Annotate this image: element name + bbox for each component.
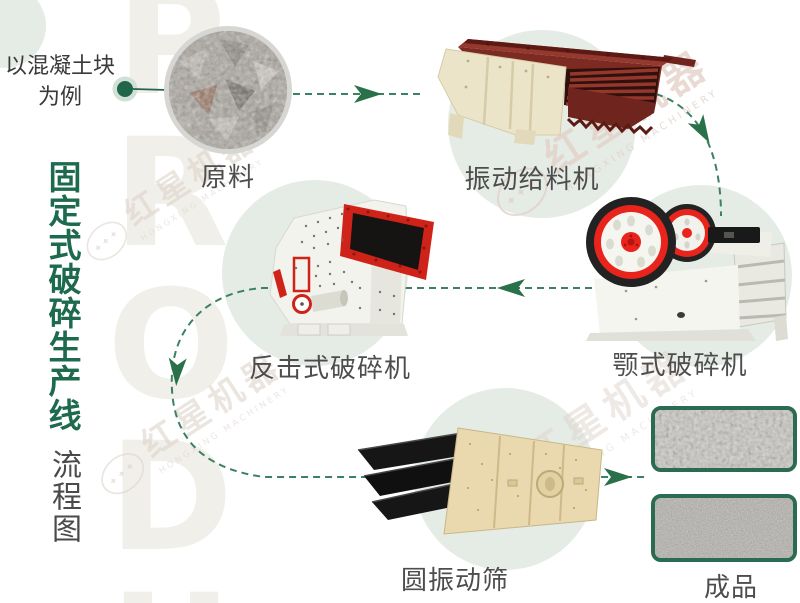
label-raw-material: 原料 [200,163,255,193]
example-annotation: 以混凝土块 为例 [0,51,120,113]
label-vibrating-screen: 圆振动筛 [400,566,509,596]
finished-product-coarse-image [651,406,797,472]
finished-product-fine-image [651,494,797,562]
jaw-crusher-image [586,197,788,341]
impact-crusher-image [269,199,434,336]
jaw-big-flywheel [586,197,676,287]
page-title: 固定式破碎生产线 [43,160,82,432]
label-impact-crusher: 反击式破碎机 [248,354,411,384]
annotation-line1: 以混凝土块 [4,54,115,79]
arrow-jaw-to-impact-screen-product [170,287,646,478]
annotation-line2: 为例 [37,85,82,110]
vibrating-feeder-image [437,39,696,145]
annotation-connector [112,76,169,102]
label-vibrating-feeder: 振动给料机 [464,165,600,195]
raw-material-image [164,26,292,154]
label-jaw-crusher: 颚式破碎机 [612,351,748,381]
label-finished-product: 成品 [703,573,758,603]
circular-vibrating-screen-image [357,427,603,535]
page-subtitle: 流程图 [46,449,81,545]
